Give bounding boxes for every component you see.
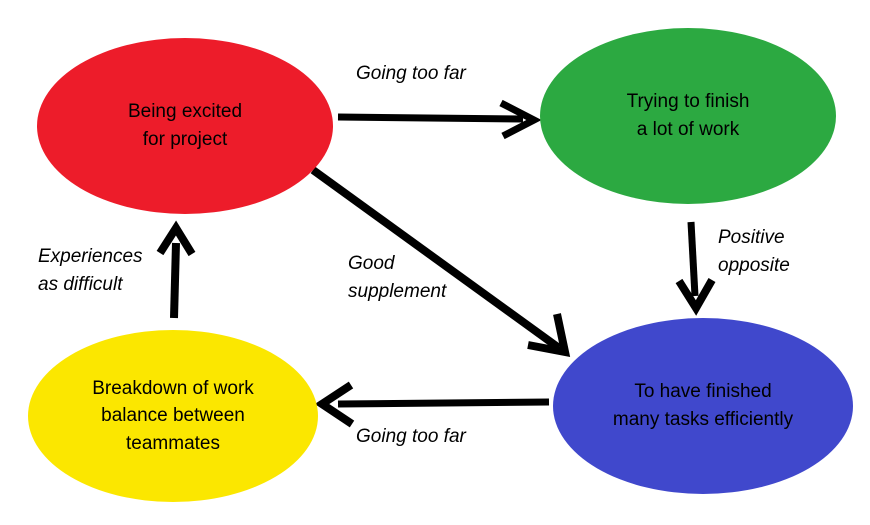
edge-red-to-green: [337, 99, 542, 140]
edge-label-red-to-green: Going too far: [356, 63, 466, 84]
node-label: To have finished many tasks efficiently: [612, 381, 794, 430]
node-label: Breakdown of work balance between teamma…: [92, 377, 254, 454]
node-breakdown-of-work-balance-between-teammates[interactable]: Breakdown of work balance between teamma…: [28, 330, 318, 502]
edge-blue-to-yellow: [314, 381, 550, 428]
edge-label-yellow-to-red: Experiences as difficult: [38, 246, 143, 295]
edge-label-red-to-blue: Good supplement: [348, 253, 447, 302]
node-label: Trying to finish a lot of work: [626, 91, 750, 140]
edge-label-green-to-blue: Positive opposite: [718, 227, 790, 276]
edge-yellow-to-red: [156, 220, 196, 319]
node-being-excited-for-project[interactable]: Being excited for project: [37, 38, 333, 214]
node-to-have-finished-many-tasks-efficiently[interactable]: To have finished many tasks efficiently: [553, 318, 853, 494]
node-trying-to-finish-a-lot-of-work[interactable]: Trying to finish a lot of work: [540, 28, 836, 204]
node-label: Being excited for project: [127, 101, 243, 150]
edge-label-blue-to-yellow: Going too far: [356, 426, 466, 447]
edge-green-to-blue: [675, 221, 716, 316]
